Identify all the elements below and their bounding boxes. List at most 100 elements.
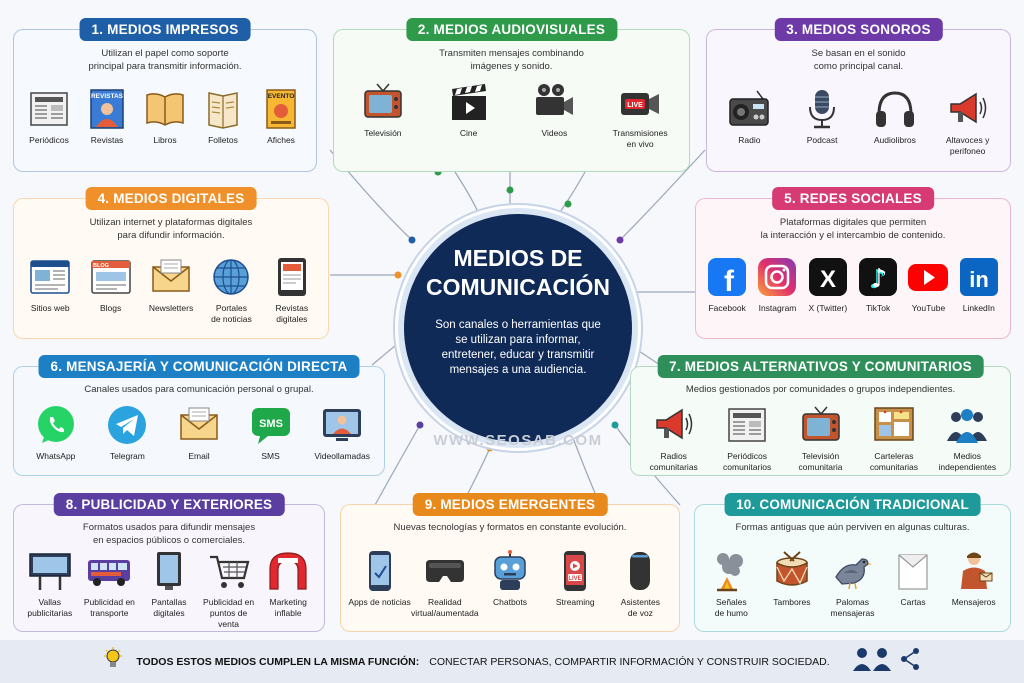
screen-icon: [147, 549, 191, 593]
letter-icon: [891, 549, 935, 593]
media-item-label: YouTube: [911, 303, 946, 313]
tv-icon: [799, 403, 843, 447]
email-icon: [177, 403, 221, 447]
section-title: 2. MEDIOS AUDIOVISUALES: [405, 18, 618, 41]
media-item-label: Revistas digitales: [275, 303, 309, 324]
footer-text: CONECTAR PERSONAS, COMPARTIR INFORMACIÓN…: [429, 655, 830, 668]
svg-text:♪: ♪: [871, 264, 888, 294]
media-item: Radio: [713, 87, 786, 146]
smart-speaker-icon: [618, 549, 662, 593]
megaphone-icon: [946, 87, 990, 131]
clapperboard-icon: [447, 80, 491, 124]
media-item-label: Podcast: [806, 135, 838, 145]
media-item-label: Radios comunitarias: [649, 451, 698, 472]
book-icon: [143, 87, 187, 131]
media-item-label: SMS: [261, 451, 280, 461]
svg-text:LIVE: LIVE: [627, 102, 643, 109]
media-item-label: Blogs: [99, 303, 122, 313]
media-item-label: Mensajeros: [951, 597, 996, 607]
media-item-label: Periódicos: [29, 135, 69, 145]
watermark: WWW.SEOSAB.COM: [433, 432, 603, 449]
media-item: Publicidad en puntos de venta: [199, 549, 259, 630]
section-title: 3. MEDIOS SONOROS: [774, 18, 943, 41]
tv-icon: [361, 80, 405, 124]
messenger-person-icon: [952, 549, 996, 593]
media-item-label: Señales de humo: [714, 597, 748, 618]
media-item: Portales de noticias: [201, 255, 261, 325]
section-description: Formas antiguas que aún perviven en algu…: [735, 522, 970, 533]
brochure-icon: [201, 87, 245, 131]
section-description: Utilizan internet y plataformas digitale…: [89, 217, 253, 241]
linkedin-icon: in: [957, 255, 1001, 299]
streaming-phone-icon: LIVE: [553, 549, 597, 593]
media-item: Videos: [512, 80, 598, 139]
media-item-label: Palomas mensajeras: [830, 597, 875, 618]
media-item-label: Transmisiones en vivo: [612, 128, 668, 149]
media-item: Señales de humo: [701, 549, 762, 619]
media-item-label: Folletos: [208, 135, 238, 145]
section-description: Medios gestionados por comunidades o gru…: [685, 384, 956, 395]
tiktok-icon: ♪♪: [856, 255, 900, 299]
section-title: 6. MENSAJERÍA Y COMUNICACIÓN DIRECTA: [38, 355, 360, 378]
newspaper-icon: [725, 403, 769, 447]
bulletin-board-icon: [872, 403, 916, 447]
media-item-label: TikTok: [866, 303, 891, 313]
svg-text:BLOG: BLOG: [93, 263, 109, 269]
media-item-label: Publicidad en transporte: [83, 597, 135, 618]
media-item: Revistas digitales: [262, 255, 322, 325]
media-item-label: Radio: [738, 135, 761, 145]
media-item: Publicidad en transporte: [80, 549, 140, 619]
section-description: Formatos usados para difundir mensajes e…: [82, 522, 256, 546]
media-item-label: Chatbots: [492, 597, 528, 607]
media-item: Sitios web: [20, 255, 80, 314]
media-item: Asistentes de voz: [608, 549, 673, 619]
media-item: Palomas mensajeras: [822, 549, 883, 619]
x-icon: X: [806, 255, 850, 299]
center-circle: MEDIOS DE COMUNICACIÓN Son canales o her…: [398, 208, 638, 448]
section-description: Nuevas tecnologías y formatos en constan…: [393, 522, 627, 533]
media-item-label: Sitios web: [30, 303, 70, 313]
media-item: Cartas: [883, 549, 944, 608]
media-item-label: Medios independientes: [938, 451, 997, 472]
bus-icon: [87, 549, 131, 593]
media-item: Newsletters: [141, 255, 201, 314]
svg-text:♪: ♪: [869, 265, 886, 295]
center-description: Son canales o herramientas que se utiliz…: [435, 319, 601, 376]
live-camera-icon: LIVE: [618, 80, 662, 124]
media-item-label: Instagram: [758, 303, 797, 313]
media-item-label: Cine: [459, 128, 478, 138]
lightbulb-icon: [102, 647, 124, 676]
media-item: BLOG Blogs: [80, 255, 140, 314]
media-item: Televisión comunitaria: [784, 403, 857, 473]
billboard-icon: [28, 549, 72, 593]
videocall-icon: [320, 403, 364, 447]
media-item: Mensajeros: [943, 549, 1004, 608]
media-item: Folletos: [194, 87, 252, 146]
media-item: Email: [163, 403, 235, 462]
media-item-label: Streaming: [555, 597, 595, 607]
media-item: Vallas publicitarias: [20, 549, 80, 619]
vr-headset-icon: [423, 549, 467, 593]
magazine-icon: REVISTAS: [85, 87, 129, 131]
media-item-label: Cartas: [900, 597, 926, 607]
media-item: Telegram: [92, 403, 164, 462]
media-item: Altavoces y perifoneo: [931, 87, 1004, 157]
media-item-label: Afiches: [267, 135, 295, 145]
media-item-label: Tambores: [773, 597, 811, 607]
media-item-label: Audiolibros: [873, 135, 916, 145]
whatsapp-icon: [34, 403, 78, 447]
media-item: Libros: [136, 87, 194, 146]
section-title: 5. REDES SOCIALES: [772, 187, 934, 210]
microphone-icon: [800, 87, 844, 131]
media-item: Realidad virtual/aumentada: [411, 549, 479, 619]
radio-icon: [727, 87, 771, 131]
media-item: Tambores: [762, 549, 823, 608]
section-description: Transmiten mensajes combinando imágenes …: [439, 48, 584, 72]
